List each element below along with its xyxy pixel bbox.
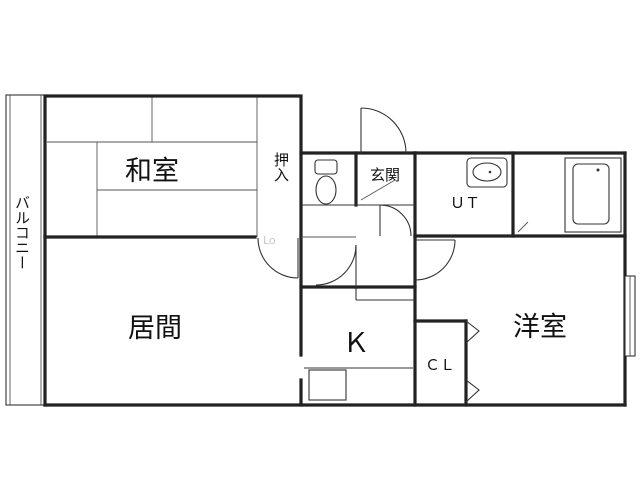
washbasin-icon: [466, 157, 508, 188]
tatami-lines: [47, 97, 257, 237]
window: [624, 275, 636, 357]
toilet-icon: [314, 159, 338, 205]
watermark-text: Lo: [263, 234, 276, 247]
room-label-genkan: 玄関: [370, 166, 400, 184]
door-swings: [257, 107, 456, 286]
closet-doors: [465, 320, 480, 403]
walls: [43, 94, 627, 407]
room-label-ima: 居間: [128, 313, 182, 344]
kitchen-counter: [304, 367, 413, 401]
room-label-balcony: バルコニー: [13, 195, 31, 270]
bathtub-icon: [517, 157, 622, 233]
room-label-washitsu: 和室: [125, 156, 179, 187]
room-label-kitchen: Ｋ: [343, 328, 370, 359]
room-label-cl: ＣＬ: [425, 356, 455, 374]
room-label-youshitsu: 洋室: [513, 312, 567, 343]
partitions: [301, 204, 415, 301]
room-label-oshiire: 押入: [272, 152, 290, 182]
room-label-ut: ＵＴ: [450, 194, 480, 212]
